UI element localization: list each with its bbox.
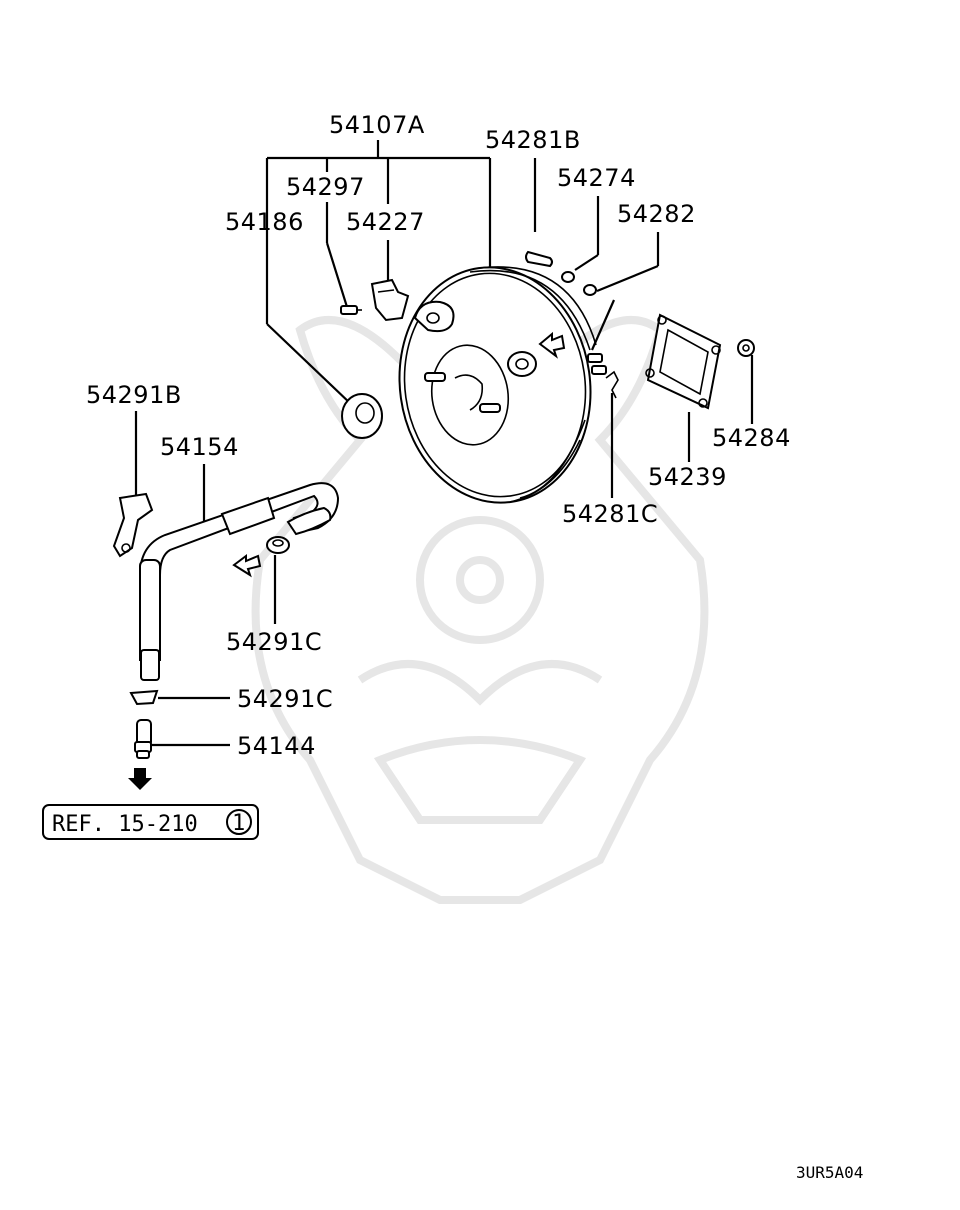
label-54291C-upper[interactable]: 54291C bbox=[226, 628, 322, 656]
label-54291C-lower[interactable]: 54291C bbox=[237, 685, 333, 713]
label-54291B[interactable]: 54291B bbox=[86, 381, 182, 409]
direction-arrow bbox=[232, 554, 262, 578]
label-54144[interactable]: 54144 bbox=[237, 732, 316, 760]
label-54281B[interactable]: 54281B bbox=[485, 126, 581, 154]
label-54227[interactable]: 54227 bbox=[346, 208, 425, 236]
bracket-54291B bbox=[112, 492, 154, 558]
label-54274[interactable]: 54274 bbox=[557, 164, 636, 192]
clamp-54291C-lower bbox=[129, 689, 159, 706]
label-54239[interactable]: 54239 bbox=[648, 463, 727, 491]
reference-box[interactable]: REF. 15-210 1 bbox=[42, 804, 259, 840]
label-54186[interactable]: 54186 bbox=[225, 208, 304, 236]
screw-54297 bbox=[340, 305, 362, 315]
ref-arrow-icon bbox=[128, 768, 152, 790]
clamp-54291C-upper bbox=[266, 536, 290, 554]
label-54281C[interactable]: 54281C bbox=[562, 500, 658, 528]
vacuum-hose-54154 bbox=[139, 482, 340, 681]
nut-54284 bbox=[737, 339, 755, 357]
brake-booster bbox=[398, 266, 607, 504]
clip-54281C bbox=[605, 370, 619, 399]
reference-circle bbox=[226, 809, 252, 835]
gasket-54239 bbox=[645, 313, 722, 410]
part-labels: 54107A 54281B 54274 54282 54297 54227 54… bbox=[86, 111, 791, 760]
label-54284[interactable]: 54284 bbox=[712, 424, 791, 452]
reference-circle-number: 1 bbox=[232, 811, 245, 836]
reference-text: REF. 15-210 bbox=[52, 812, 198, 837]
label-54154[interactable]: 54154 bbox=[160, 433, 239, 461]
diagram-code: 3UR5A04 bbox=[796, 1163, 863, 1182]
fitting-54144 bbox=[134, 719, 152, 759]
seal-54186 bbox=[341, 393, 383, 439]
label-54297[interactable]: 54297 bbox=[286, 173, 365, 201]
washer-54282 bbox=[583, 284, 597, 296]
leader-lines bbox=[134, 140, 754, 747]
label-54282[interactable]: 54282 bbox=[617, 200, 696, 228]
label-54107A[interactable]: 54107A bbox=[329, 111, 425, 139]
pin-54281B bbox=[525, 250, 553, 268]
washer-54274 bbox=[561, 271, 575, 283]
check-valve-54227 bbox=[370, 278, 410, 322]
